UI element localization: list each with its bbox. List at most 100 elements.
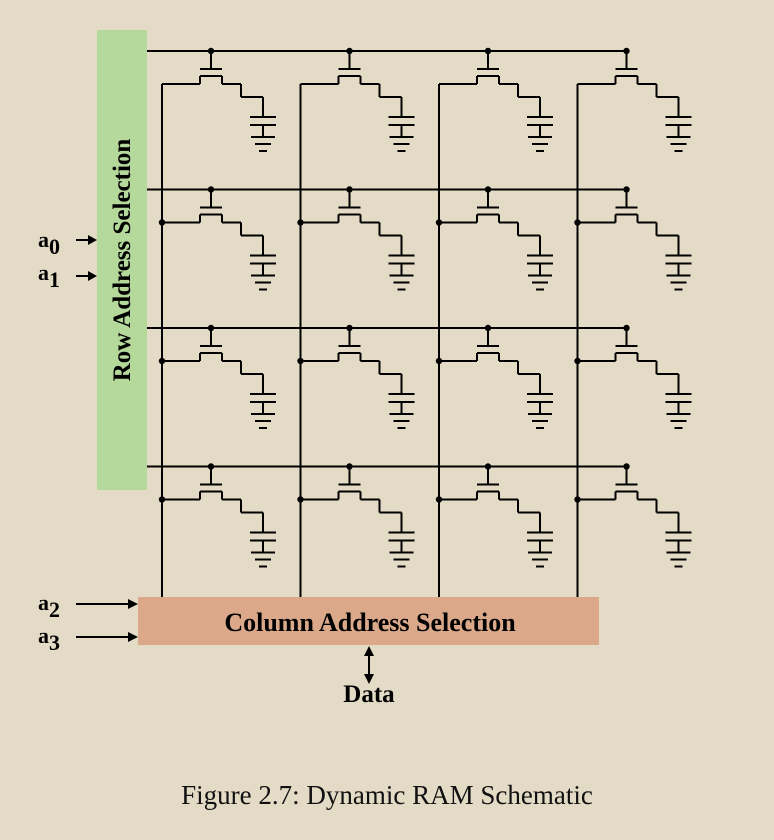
capacitor-icon <box>250 116 276 137</box>
junction-dot <box>623 463 630 470</box>
transistor-icon <box>162 466 241 501</box>
junction-dot <box>207 463 215 470</box>
memory-cell-array <box>147 47 692 597</box>
junction-dot <box>574 496 581 503</box>
transistor-icon <box>439 51 518 85</box>
ground-icon <box>389 274 414 291</box>
address-input-a0: a0 <box>38 227 97 259</box>
arrow-icon <box>88 235 97 245</box>
junction-dot <box>623 186 630 193</box>
address-input-a3: a3 <box>38 623 138 655</box>
memory-cell <box>297 463 415 568</box>
ground-icon <box>389 413 414 429</box>
capacitor-icon <box>388 116 415 137</box>
data-label: Data <box>343 681 395 708</box>
ground-icon <box>528 136 552 152</box>
transistor-icon <box>577 51 657 85</box>
capacitor-icon <box>388 531 415 553</box>
data-io: Data <box>343 646 395 708</box>
junction-dot <box>207 47 215 55</box>
junction-dot <box>484 47 492 55</box>
junction-dot <box>346 47 353 55</box>
memory-cell <box>162 47 276 152</box>
junction-dot <box>207 324 215 332</box>
junction-dot <box>297 357 304 365</box>
arrow-icon <box>88 271 97 281</box>
junction-dot <box>623 324 630 332</box>
junction-dot <box>623 47 630 55</box>
memory-cell <box>158 463 276 568</box>
figure-caption: Figure 2.7: Dynamic RAM Schematic <box>181 780 593 810</box>
arrow-down-icon <box>364 674 374 684</box>
capacitor-icon <box>665 531 692 553</box>
memory-cell <box>300 47 415 152</box>
row-selector-label: Row Address Selection <box>109 139 136 382</box>
junction-dot <box>484 463 492 470</box>
transistor-icon <box>300 189 380 224</box>
ground-icon <box>528 274 552 291</box>
ground-icon <box>666 551 691 568</box>
ground-icon <box>389 136 414 152</box>
memory-cell <box>574 463 692 568</box>
capacitor-icon <box>665 254 692 276</box>
transistor-icon <box>577 189 657 224</box>
arrow-up-icon <box>364 646 374 656</box>
arrow-icon <box>128 632 138 642</box>
junction-dot <box>297 496 304 503</box>
junction-dot <box>346 324 353 332</box>
ground-icon <box>666 413 691 429</box>
ground-icon <box>251 136 275 152</box>
transistor-icon <box>162 189 241 224</box>
transistor-icon <box>300 328 380 362</box>
svg-text:a1: a1 <box>38 260 60 292</box>
junction-dot <box>158 357 166 365</box>
memory-cell <box>158 186 276 291</box>
address-input-a1: a1 <box>38 260 97 292</box>
transistor-icon <box>162 51 241 85</box>
transistor-icon <box>300 51 380 85</box>
capacitor-icon <box>527 254 553 276</box>
column-selector-label: Column Address Selection <box>224 608 516 637</box>
junction-dot <box>297 219 304 226</box>
svg-text:a0: a0 <box>38 227 60 259</box>
junction-dot <box>346 463 353 470</box>
junction-dot <box>574 219 581 226</box>
memory-cell <box>439 47 553 152</box>
svg-text:a3: a3 <box>38 623 60 655</box>
memory-cell <box>574 186 692 291</box>
dram-schematic: Row Address Selection Column Address Sel… <box>38 30 692 708</box>
ground-icon <box>666 136 691 152</box>
capacitor-icon <box>527 531 553 553</box>
row-address-selector <box>97 30 147 490</box>
column-address-selector <box>138 597 599 645</box>
transistor-icon <box>439 328 518 362</box>
capacitor-icon <box>388 393 415 414</box>
ground-icon <box>251 413 275 429</box>
junction-dot <box>435 496 443 503</box>
junction-dot <box>435 357 443 365</box>
ground-icon <box>251 274 275 291</box>
ground-icon <box>389 551 414 568</box>
capacitor-icon <box>527 116 553 137</box>
memory-cell <box>158 324 276 429</box>
transistor-icon <box>577 328 657 362</box>
capacitor-icon <box>250 254 276 276</box>
ground-icon <box>528 551 552 568</box>
transistor-icon <box>162 328 241 362</box>
junction-dot <box>484 186 492 193</box>
transistor-icon <box>439 466 518 501</box>
transistor-icon <box>577 466 657 501</box>
junction-dot <box>158 219 166 226</box>
capacitor-icon <box>250 531 276 553</box>
ground-icon <box>528 413 552 429</box>
junction-dot <box>484 324 492 332</box>
transistor-icon <box>300 466 380 501</box>
capacitor-icon <box>665 393 692 414</box>
memory-cell <box>574 324 692 429</box>
memory-cell <box>435 463 553 568</box>
capacitor-icon <box>388 254 415 276</box>
address-input-a2: a2 <box>38 590 138 622</box>
ground-icon <box>251 551 275 568</box>
junction-dot <box>158 496 166 503</box>
junction-dot <box>435 219 443 226</box>
